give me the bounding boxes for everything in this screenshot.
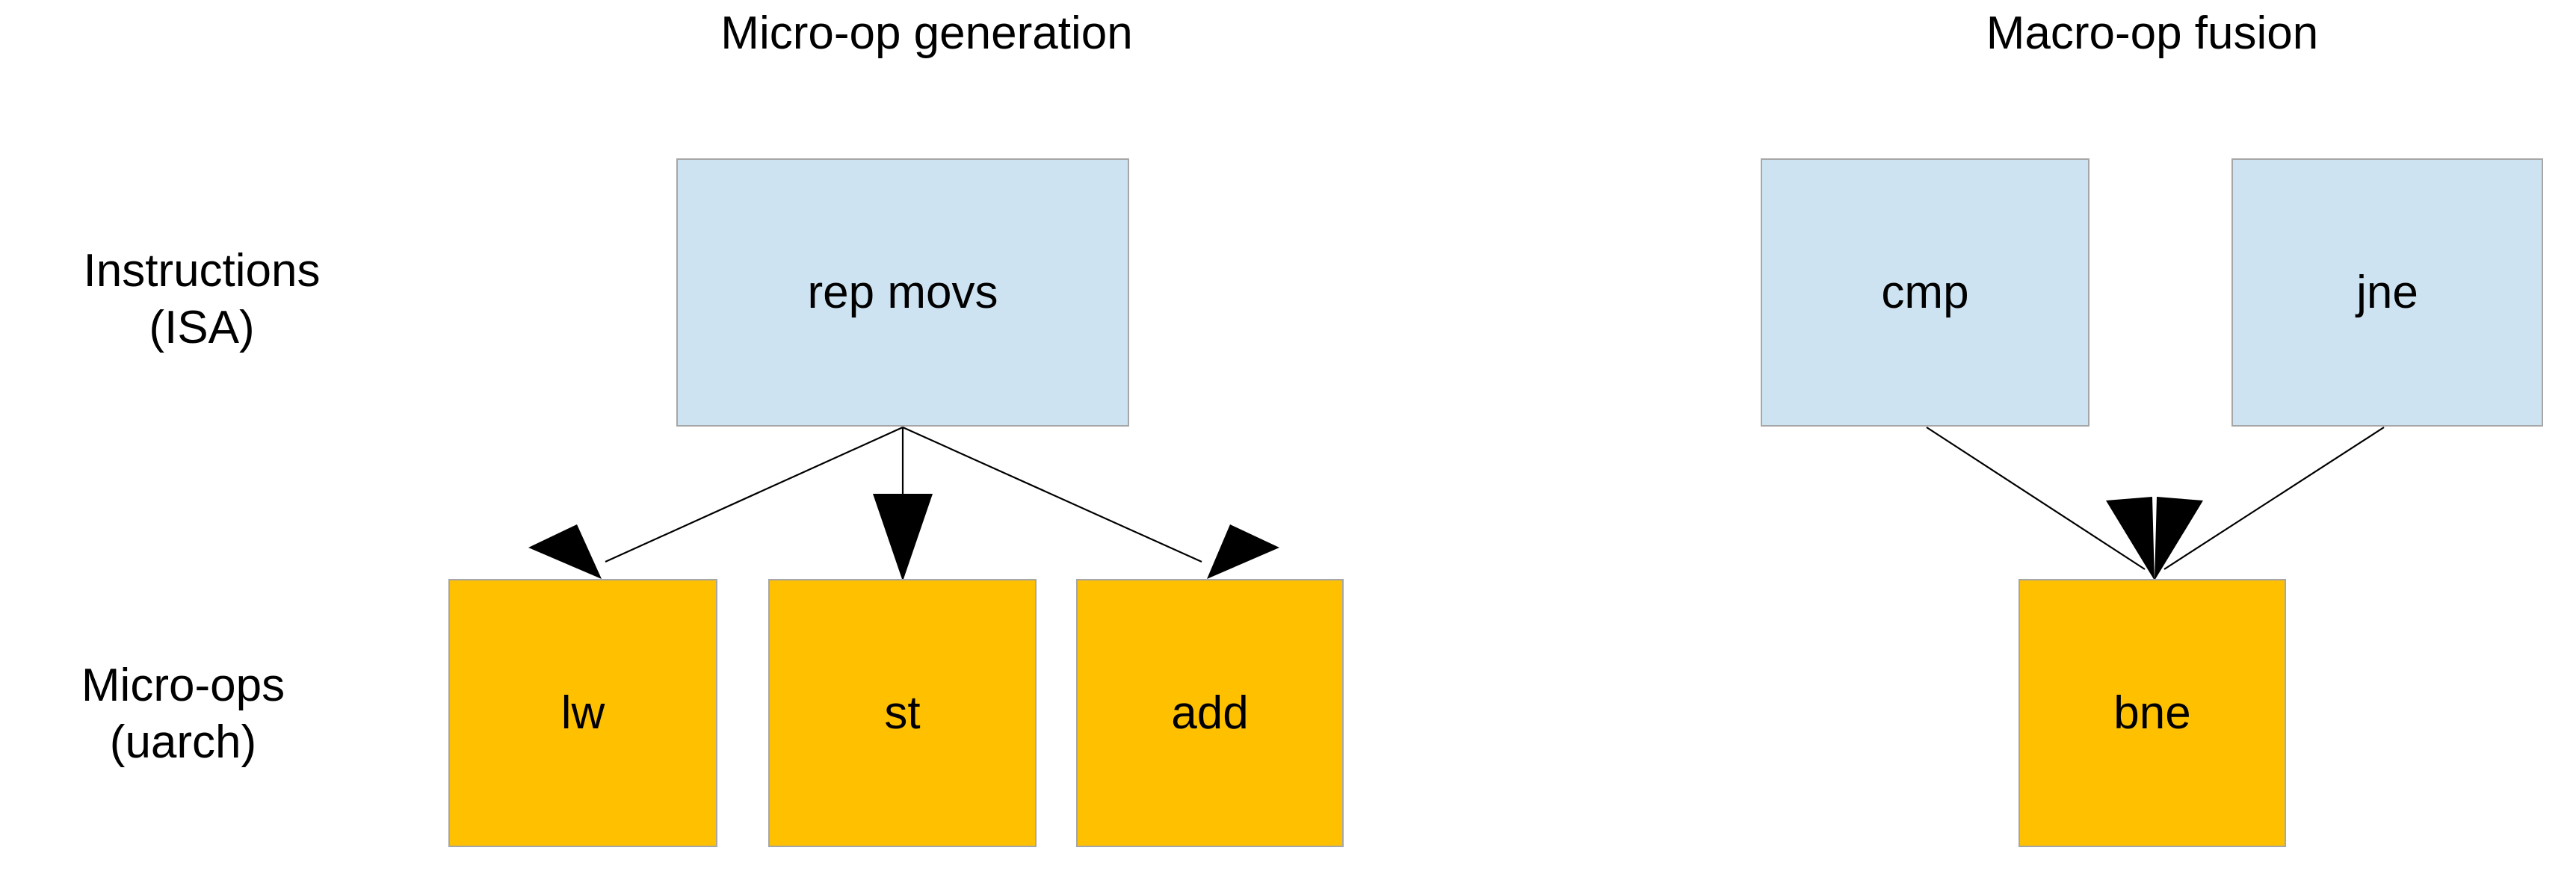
node-jne-label: jne [2356, 266, 2418, 318]
node-jne[interactable]: jne [2231, 158, 2543, 427]
node-bne[interactable]: bne [2019, 579, 2286, 847]
node-cmp[interactable]: cmp [1761, 158, 2089, 427]
row-label-micro-ops-line2: (uarch) [109, 716, 257, 768]
row-label-instructions-isa: Instructions (ISA) [15, 243, 389, 356]
row-label-micro-ops-line1: Micro-ops [81, 660, 285, 711]
edge-rep-movs-to-add [902, 426, 1279, 579]
node-add[interactable]: add [1076, 579, 1344, 847]
node-lw[interactable]: lw [448, 579, 717, 847]
edge-rep-movs-to-lw [528, 426, 904, 579]
node-rep-movs-label: rep movs [807, 266, 998, 318]
row-label-instructions-line2: (ISA) [149, 301, 255, 353]
node-st[interactable]: st [768, 579, 1037, 847]
panel-title-macro-op-fusion: Macro-op fusion [1986, 7, 2319, 59]
node-add-label: add [1171, 687, 1249, 739]
row-label-instructions-line1: Instructions [83, 245, 321, 297]
edge-cmp-to-bne [1926, 427, 2155, 580]
node-cmp-label: cmp [1881, 266, 1969, 318]
edge-jne-to-bne [2155, 427, 2385, 580]
node-rep-movs[interactable]: rep movs [676, 158, 1129, 427]
row-label-micro-ops-uarch: Micro-ops (uarch) [7, 657, 359, 770]
node-lw-label: lw [560, 687, 605, 739]
node-bne-label: bne [2113, 687, 2191, 739]
panel-title-micro-op-generation: Micro-op generation [720, 7, 1133, 59]
node-st-label: st [884, 687, 921, 739]
